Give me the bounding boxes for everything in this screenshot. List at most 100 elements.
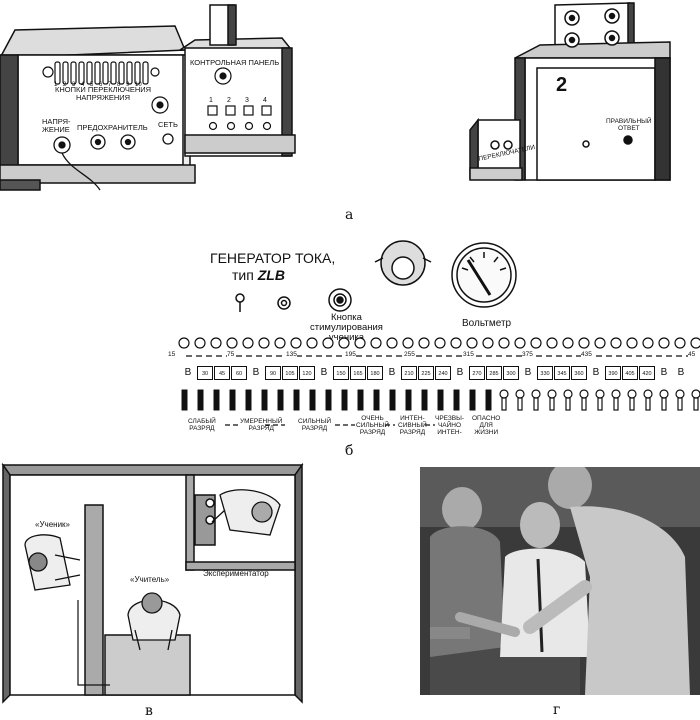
scale-tick: 195 (345, 351, 356, 358)
scale-tick: 375 (522, 351, 533, 358)
switch-small-label: 30 (197, 366, 213, 380)
scale-tick: 135 (286, 351, 297, 358)
switch-small-label: В (388, 367, 396, 378)
scale-tick: 15 (168, 351, 176, 358)
control-panel-label: КОНТРОЛЬНАЯ ПАНЕЛЬ (190, 58, 280, 67)
intensity-label-very-strong: ОЧЕНЬ СИЛЬНЫЙ РАЗРЯД (356, 415, 390, 436)
switch-small-label: 210 (401, 366, 417, 380)
control-number: 3 (245, 97, 249, 104)
intensity-label-extreme: ЧРЕЗВЫ- ЧАЙНО ИНТЕН- (435, 415, 465, 436)
control-number: 2 (227, 97, 231, 104)
intensity-label-strong: СИЛЬНЫЙ РАЗРЯД (298, 418, 332, 432)
learner-figure (24, 534, 81, 591)
switch-small-label: 45 (214, 366, 230, 380)
box-number: 2 (556, 74, 568, 96)
console-knobs (53, 133, 174, 191)
intensity-labels: СЛАБЫЙ РАЗРЯД УМЕРЕННЫЙ РАЗРЯД СИЛЬНЫЙ Р… (180, 415, 700, 455)
voltage-switches-label: КНОПКИ ПЕРЕКЛЮЧЕНИЯ НАПРЯЖЕНИЯ (55, 85, 152, 102)
scale-tick: 435 (581, 351, 592, 358)
switch-small-label: В (677, 367, 685, 378)
switch-small-label: В (252, 367, 260, 378)
switch-small-label: 270 (469, 366, 485, 380)
control-number: 4 (263, 97, 267, 104)
generator-model: ZLB (257, 267, 285, 283)
caption-g: г (553, 702, 561, 718)
voltage-switch-row (42, 61, 169, 114)
voltage-number: 1 (54, 82, 58, 88)
intensity-label-moderate: УМЕРЕННЫЙ РАЗРЯД (240, 418, 283, 432)
switch-small-label: 330 (537, 366, 553, 380)
switch-small-label: 345 (554, 366, 570, 380)
scale-tick: 315 (463, 351, 474, 358)
photo-scene (420, 467, 700, 695)
shock-console (0, 4, 296, 191)
switch-small-label: В (592, 367, 600, 378)
generator-type-prefix: тип (232, 267, 254, 283)
switch-small-label: 120 (299, 366, 315, 380)
switch-small-label: 165 (350, 366, 366, 380)
voltage-number: 9 (126, 82, 130, 88)
teacher-label: «Учитель» (130, 575, 170, 584)
voltage-number: 7 (108, 82, 112, 88)
caption-v: в (145, 703, 153, 719)
voltage-number: 2 (63, 82, 67, 88)
intensity-label-intense: ИНТЕН- СИВНЫЙ РАЗРЯД (398, 415, 427, 436)
switch-small-label: 420 (639, 366, 655, 380)
switch-small-label: 300 (503, 366, 519, 380)
stimulus-button-label: Кнопка стимулирования ученика (310, 312, 383, 343)
caption-b: б (345, 443, 354, 459)
answer-box (469, 2, 671, 181)
switch-small-label: В (320, 367, 328, 378)
switch-small-label: 90 (265, 366, 281, 380)
network-label: СЕТЬ (158, 120, 178, 129)
generator-title-line2: тип ZLB (232, 267, 285, 283)
learner-label: «Ученик» (35, 520, 70, 529)
switch-small-label: 240 (435, 366, 451, 380)
experimenter-figure (211, 489, 281, 536)
experiment-photo (420, 467, 700, 695)
control-number: 1 (209, 97, 213, 104)
scale-tick: 255 (404, 351, 415, 358)
intensity-label-danger: ОПАСНО ДЛЯ ЖИЗНИ (472, 415, 501, 436)
experimenter-label: Экспериментатор (203, 569, 269, 578)
switch-small-label: 105 (282, 366, 298, 380)
voltage-label: НАПРЯ- ЖЕНИЕ (42, 117, 71, 134)
switch-small-label: 390 (605, 366, 621, 380)
voltage-number: 5 (90, 82, 94, 88)
switch-small-label: В (184, 367, 192, 378)
correct-answer-label: ПРАВИЛЬНЫЙ ОТВЕТ (606, 118, 652, 132)
switch-small-label: В (660, 367, 668, 378)
switch-small-label: 285 (486, 366, 502, 380)
voltage-number: 8 (117, 82, 121, 88)
scale-tick: 45 (688, 351, 696, 358)
switch-small-label: В (456, 367, 464, 378)
generator-title-line1: ГЕНЕРАТОР ТОКА, (210, 250, 336, 266)
scale-tick: 75 (227, 351, 235, 358)
switch-small-label: 360 (571, 366, 587, 380)
caption-a: а (345, 207, 354, 223)
switch-small-label: 150 (333, 366, 349, 380)
voltage-scale: 15 75 135 195 255 315 375 435 45 (168, 351, 700, 363)
voltage-number: 3 (72, 82, 76, 88)
voltage-number: 6 (99, 82, 103, 88)
switch-small-label: 180 (367, 366, 383, 380)
switch-small-label: 225 (418, 366, 434, 380)
voltmeter-label: Вольтметр (462, 318, 512, 329)
voltage-number: 4 (81, 82, 85, 88)
generator-controls (235, 240, 517, 312)
voltage-number: 10 (135, 82, 142, 88)
switch-small-label: 60 (231, 366, 247, 380)
fuse-label: ПРЕДОХРАНИТЕЛЬ (77, 123, 148, 132)
switch-small-label: 405 (622, 366, 638, 380)
control-panel-knobs (207, 67, 272, 131)
switch-small-label: В (524, 367, 532, 378)
intensity-label-weak: СЛАБЫЙ РАЗРЯД (188, 418, 216, 432)
teacher-figure (127, 592, 181, 651)
